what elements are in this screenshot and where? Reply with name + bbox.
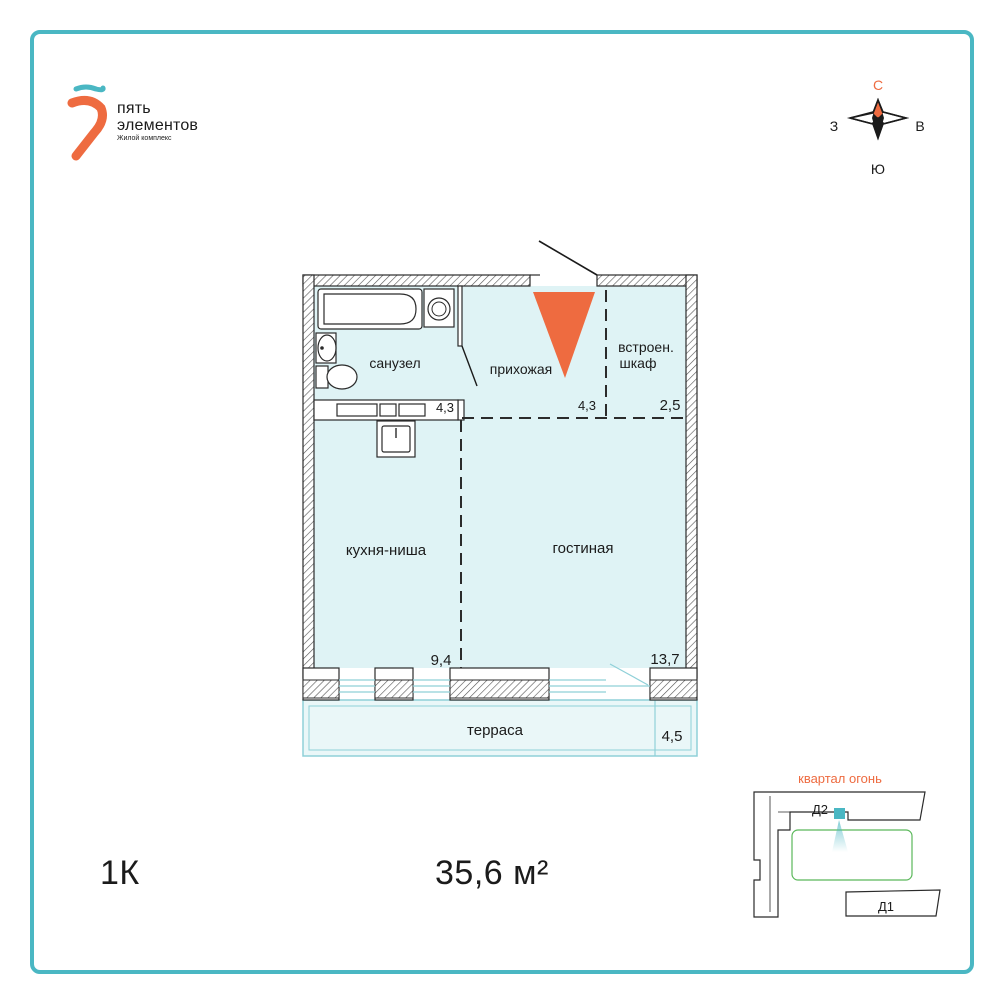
site-marker bbox=[834, 808, 845, 819]
compass-west: З bbox=[830, 118, 838, 134]
toilet bbox=[315, 364, 358, 390]
room-area-living: 13,7 bbox=[650, 651, 679, 668]
site-label-d1: Д1 bbox=[878, 899, 894, 914]
room-area-terrace: 4,5 bbox=[662, 728, 683, 745]
compass-east: В bbox=[915, 118, 924, 134]
room-label-terrace: терраса bbox=[467, 722, 524, 739]
kitchen-sink bbox=[376, 420, 416, 458]
apartment-area: 35,6 м² bbox=[435, 854, 549, 892]
floor-area bbox=[314, 286, 688, 668]
apartment-type: 1К bbox=[100, 854, 140, 892]
bathroom-sink bbox=[315, 332, 337, 364]
compass-north: С bbox=[873, 77, 883, 93]
logo-mark bbox=[67, 84, 107, 161]
room-area-bathroom: 4,3 bbox=[436, 400, 454, 415]
wall-top-left bbox=[302, 274, 531, 287]
room-label-closet-1: встроен. bbox=[618, 339, 674, 355]
wall-right bbox=[685, 274, 698, 679]
site-courtyard bbox=[791, 829, 913, 881]
logo-tagline: Жилой комплекс bbox=[117, 135, 172, 142]
site-map-title: квартал огонь bbox=[798, 771, 882, 786]
room-label-bathroom: санузел bbox=[369, 355, 420, 371]
logo-line-2: элементов bbox=[117, 117, 199, 134]
room-area-closet: 2,5 bbox=[660, 397, 681, 414]
logo-line-1: пять bbox=[117, 100, 151, 117]
page-frame bbox=[30, 30, 974, 974]
site-map: квартал огонь Д2 Д1 bbox=[753, 771, 941, 918]
room-label-kitchen: кухня-ниша bbox=[346, 542, 427, 559]
logo-text: пять элементов Жилой комплекс bbox=[117, 100, 198, 144]
room-area-kitchen: 9,4 bbox=[431, 652, 452, 669]
compass: С Ю З В bbox=[830, 77, 925, 177]
site-label-d2: Д2 bbox=[812, 802, 828, 817]
compass-south: Ю bbox=[871, 161, 885, 177]
floor-plan: санузел 4,3 прихожая 4,3 встроен. шкаф 2… bbox=[302, 240, 698, 757]
room-label-closet-2: шкаф bbox=[620, 355, 657, 371]
site-building-d2 bbox=[753, 791, 926, 918]
room-area-hallway: 4,3 bbox=[578, 398, 596, 413]
site-building-d1 bbox=[845, 889, 941, 917]
terrace bbox=[302, 699, 698, 757]
wall-left bbox=[302, 274, 315, 679]
wall-top-right bbox=[596, 274, 698, 287]
bathtub bbox=[317, 288, 423, 330]
room-label-hallway: прихожая bbox=[490, 361, 552, 377]
room-label-living: гостиная bbox=[553, 540, 614, 557]
washing-machine bbox=[423, 288, 455, 328]
view-cone bbox=[533, 292, 595, 378]
entrance-door bbox=[538, 240, 598, 276]
